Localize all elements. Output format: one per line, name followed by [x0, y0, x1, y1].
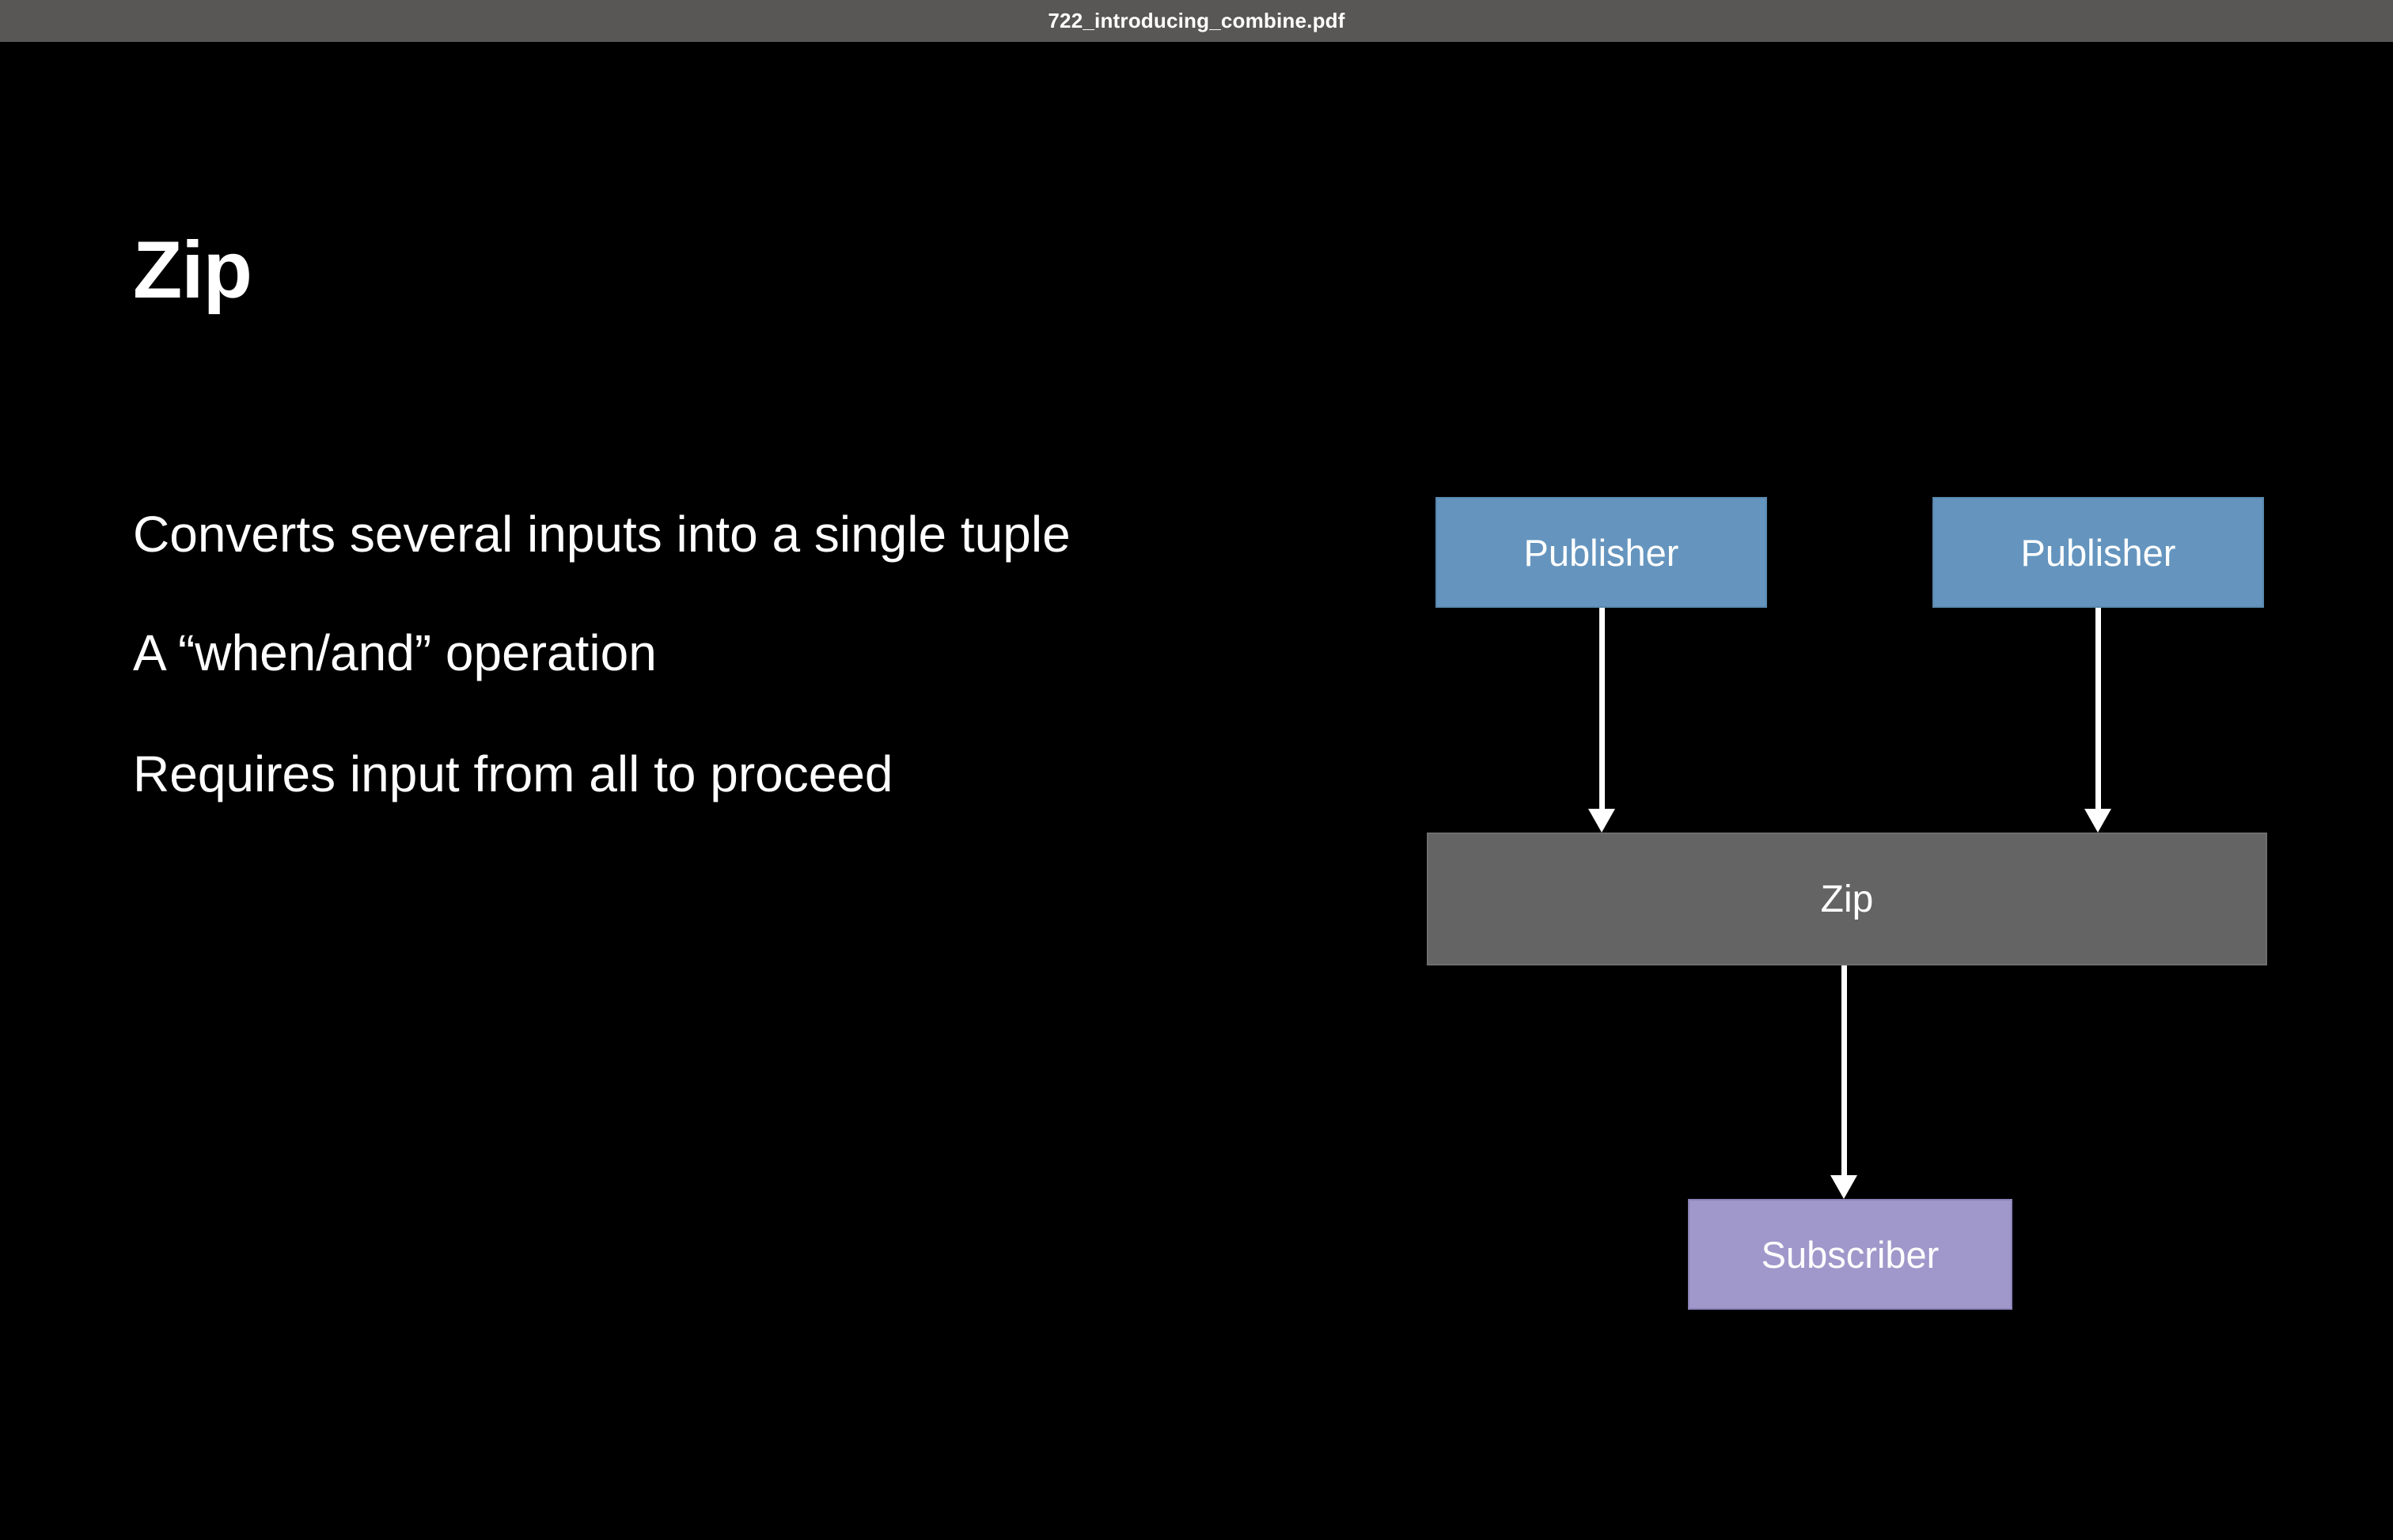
pdf-slide-page: Zip Converts several inputs into a singl…: [0, 42, 2393, 1540]
arrowhead-zip-to-subscriber-icon: [1830, 1175, 1857, 1199]
arrowhead-publisher-left-to-zip-icon: [1588, 809, 1615, 833]
bullet-line-3: Requires input from all to proceed: [133, 745, 893, 802]
arrow-publisher-right-to-zip: [2095, 608, 2101, 810]
zip-operator-node: Zip: [1427, 833, 2267, 965]
subscriber-node: Subscriber: [1688, 1199, 2012, 1310]
arrow-zip-to-subscriber: [1841, 965, 1847, 1176]
bullet-line-2: A “when/and” operation: [133, 624, 657, 681]
pdf-viewer-titlebar: 722_introducing_combine.pdf: [0, 0, 2393, 42]
slide-title: Zip: [133, 225, 252, 315]
arrowhead-publisher-right-to-zip-icon: [2084, 809, 2111, 833]
window-title-filename: 722_introducing_combine.pdf: [1048, 9, 1345, 32]
publisher-right-node: Publisher: [1932, 497, 2264, 608]
bullet-line-1: Converts several inputs into a single tu…: [133, 506, 1071, 563]
publisher-left-node: Publisher: [1435, 497, 1767, 608]
arrow-publisher-left-to-zip: [1599, 608, 1605, 810]
